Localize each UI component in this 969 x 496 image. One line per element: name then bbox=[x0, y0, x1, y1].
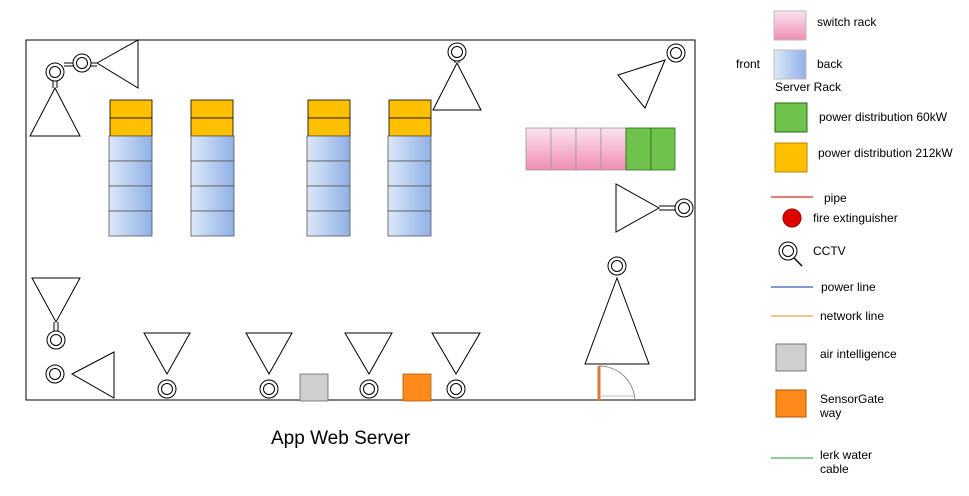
server-rack-column-1 bbox=[108, 99, 153, 237]
switch-rack-row bbox=[525, 127, 627, 171]
legend-pd60-label: power distribution 60kW bbox=[819, 110, 948, 124]
legend-front-label: front bbox=[736, 57, 761, 71]
legend-server-rack-label: Server Rack bbox=[775, 80, 842, 94]
legend-cctv-label: CCTV bbox=[813, 244, 846, 258]
legend-back-label: back bbox=[817, 57, 843, 71]
cctv-legend-icon bbox=[778, 241, 803, 267]
legend-air-intelligence-label: air intelligence bbox=[820, 347, 897, 361]
legend-sensorgate-label-2: way bbox=[820, 406, 842, 420]
cctv-bottom-4 bbox=[431, 332, 481, 399]
legend-pd212-swatch bbox=[774, 142, 808, 173]
door bbox=[597, 365, 636, 402]
power-distribution-60kw-units bbox=[625, 127, 676, 171]
cctv-top-left bbox=[64, 39, 139, 89]
server-rack-column-2 bbox=[190, 99, 235, 237]
legend-fire-extinguisher-label: fire extinguisher bbox=[813, 211, 898, 225]
legend-sensorgate-label-1: SensorGate bbox=[820, 392, 885, 406]
cctv-bottom-3 bbox=[344, 332, 393, 399]
legend-server-rack-swatch bbox=[773, 49, 807, 80]
legend-network-line-label: network line bbox=[820, 309, 885, 323]
legend-pd60-swatch bbox=[774, 102, 808, 133]
server-rack-column-4 bbox=[387, 99, 432, 237]
cctv-top-left-down bbox=[29, 62, 81, 137]
diagram-title: App Web Server bbox=[271, 428, 411, 449]
cctv-bottom-left-up bbox=[31, 277, 81, 350]
legend-power-line-label: power line bbox=[821, 280, 876, 294]
fire-extinguisher-icon bbox=[782, 208, 802, 228]
legend-switch-rack-label: switch rack bbox=[817, 15, 877, 29]
legend-switch-rack-swatch bbox=[773, 10, 807, 41]
cctv-bottom-left bbox=[45, 351, 115, 399]
air-intelligence-unit bbox=[299, 373, 329, 402]
legend-water-cable-label-1: lerk water bbox=[820, 448, 873, 462]
sensorgate-unit bbox=[402, 373, 432, 402]
cctv-right-middle bbox=[615, 183, 694, 233]
server-rack-column-3 bbox=[306, 99, 351, 237]
cctv-bottom-1 bbox=[143, 332, 191, 399]
legend-water-cable-label-2: cable bbox=[820, 462, 849, 476]
cctv-door bbox=[584, 256, 650, 365]
cctv-top-center bbox=[432, 42, 482, 111]
legend-sensorgate-swatch bbox=[775, 389, 807, 418]
legend-pipe-label: pipe bbox=[824, 191, 847, 205]
legend-air-intelligence-swatch bbox=[775, 343, 807, 372]
room-outline bbox=[25, 39, 696, 401]
cctv-top-right bbox=[617, 43, 686, 109]
legend-pd212-label: power distribution 212kW bbox=[818, 146, 953, 160]
cctv-bottom-2 bbox=[245, 332, 293, 399]
